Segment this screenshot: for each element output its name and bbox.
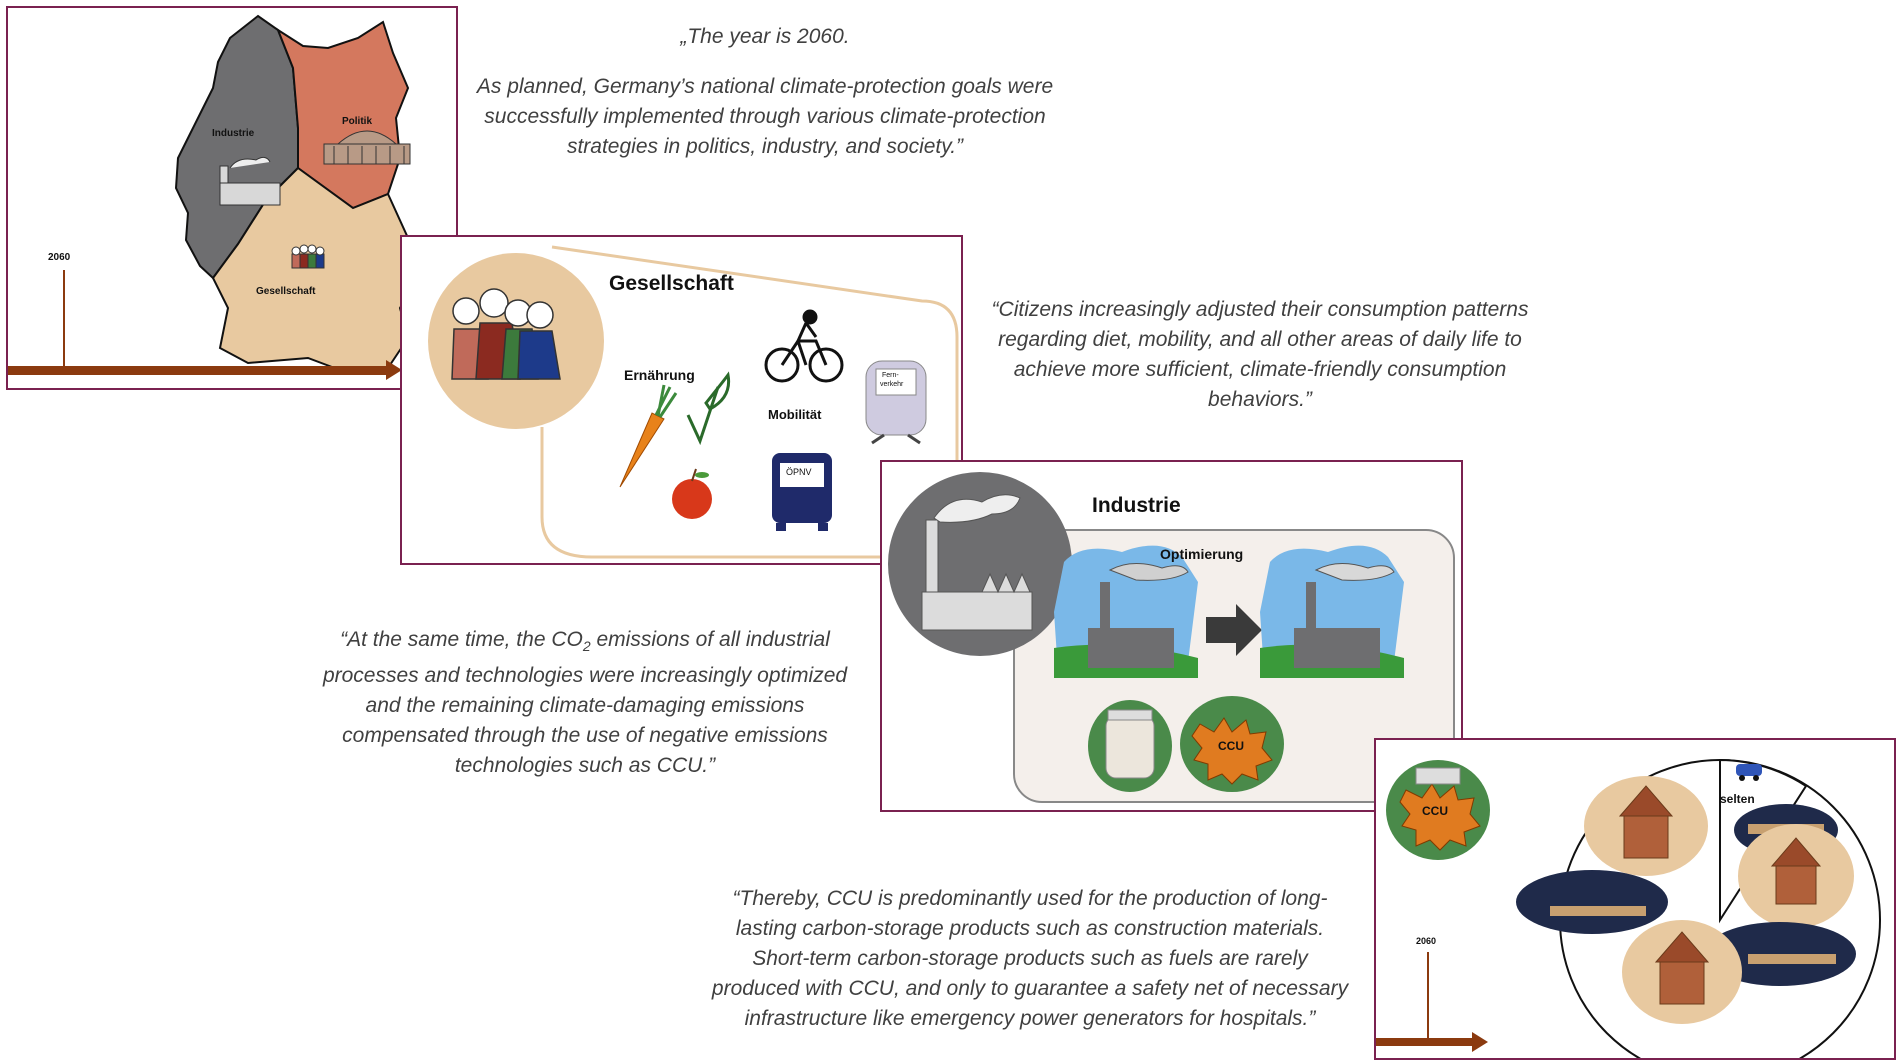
- ccu-badge-industry: [1180, 696, 1284, 792]
- brick-house-icon-1: [1584, 776, 1708, 876]
- co2-subscript: 2: [582, 638, 591, 655]
- people-icon-large: [451, 288, 561, 380]
- quote-industry-part2: emissions of all industrial processes an…: [322, 628, 848, 778]
- ccu-label-large: CCU: [1422, 804, 1448, 818]
- train-sign-text-1: Fern-: [882, 372, 899, 379]
- society-title: Gesellschaft: [609, 272, 734, 295]
- panel-ccu: CCU selten 2060: [1374, 738, 1896, 1060]
- industry-graphic: [888, 472, 1455, 803]
- panel-society: Gesellschaft Ernährung Mobilität ÖPNV Fe…: [400, 235, 963, 565]
- bicycle-icon: [764, 309, 844, 383]
- panel-industry: Industrie Optimierung CCU: [880, 460, 1463, 812]
- ccu-year-label: 2060: [1416, 936, 1437, 946]
- map-label-gesellschaft: Gesellschaft: [256, 286, 316, 297]
- quote-industry: “At the same time, the CO2 emissions of …: [315, 625, 855, 781]
- bed-icon-2: [1516, 870, 1668, 934]
- timeline-arrowhead: [386, 360, 402, 380]
- quote-industry-text: “At the same time, the CO2 emissions of …: [315, 625, 855, 781]
- timeline-bar-2: [1376, 1038, 1472, 1046]
- apple-icon: [672, 468, 712, 519]
- quote-ccu: “Thereby, CCU is predominantly used for …: [710, 884, 1350, 1034]
- train-icon: [865, 360, 927, 445]
- brick-house-icon-2: [1738, 824, 1854, 928]
- carrot-icon: [619, 384, 678, 488]
- bus-icon: [772, 453, 832, 531]
- quote-intro-line2: As planned, Germany’s national climate-p…: [476, 75, 1054, 158]
- label-mobility: Mobilität: [768, 407, 822, 422]
- panel-map: Industrie Politik Gesellschaft 2060: [6, 6, 458, 390]
- quote-society: “Citizens increasingly adjusted their co…: [975, 295, 1545, 415]
- storage-jar-icon: [1088, 700, 1172, 792]
- bed-icon-3: [1704, 922, 1856, 986]
- car-icon: [1736, 764, 1762, 781]
- quote-ccu-text: “Thereby, CCU is predominantly used for …: [711, 887, 1349, 1030]
- brick-house-icon-3: [1622, 920, 1742, 1024]
- ccu-badge-large: [1386, 760, 1490, 860]
- timeline-arrowhead-2: [1472, 1032, 1488, 1052]
- society-graphic: [428, 245, 959, 559]
- label-nutrition: Ernährung: [624, 367, 695, 383]
- people-icon: [291, 244, 325, 269]
- industry-title: Industrie: [1092, 494, 1181, 517]
- ccu-label-industry: CCU: [1218, 739, 1244, 753]
- factory-icon: [219, 156, 281, 206]
- quote-society-text: “Citizens increasingly adjusted their co…: [991, 298, 1529, 411]
- map-year-label: 2060: [48, 252, 71, 263]
- factory-scene-before: [1054, 545, 1198, 678]
- vegan-leaf-icon: [686, 371, 731, 446]
- map-graphic: [8, 14, 420, 380]
- map-label-industrie: Industrie: [212, 128, 255, 139]
- quote-intro-line1: „The year is 2060.: [680, 25, 850, 48]
- optimization-arrow: [1206, 604, 1262, 656]
- factory-scene-after: [1260, 545, 1404, 678]
- timeline-bar: [8, 366, 386, 375]
- quote-intro: „The year is 2060. As planned, Germany’s…: [470, 22, 1060, 162]
- train-sign-text-2: verkehr: [880, 381, 904, 388]
- label-rarely: selten: [1720, 792, 1755, 806]
- bus-sign-text: ÖPNV: [786, 467, 812, 477]
- label-optimization: Optimierung: [1160, 546, 1244, 562]
- map-label-politik: Politik: [342, 116, 373, 127]
- ccu-graphic: [1376, 758, 1881, 1058]
- quote-industry-part1: “At the same time, the CO: [340, 628, 583, 651]
- factory-icon-large: [921, 494, 1033, 631]
- parliament-icon: [323, 130, 411, 165]
